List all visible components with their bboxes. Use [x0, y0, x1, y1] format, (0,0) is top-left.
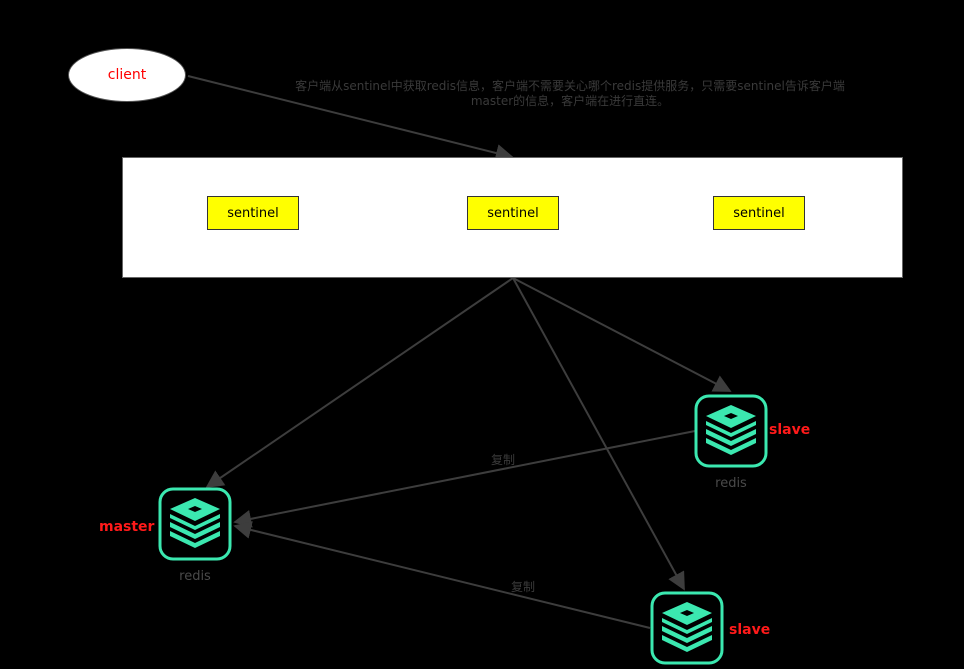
annotation-note: 客户端从sentinel中获取redis信息，客户端不需要关心哪个redis提供…	[250, 79, 890, 109]
annotation-line-2: master的信息，客户端在进行直连。	[470, 94, 670, 108]
edge-slave-bottom-replicates-master	[233, 521, 651, 629]
master-caption: redis	[179, 569, 211, 584]
sentinel-node-2: sentinel	[467, 196, 559, 230]
sentinel-label: sentinel	[487, 205, 539, 221]
master-role-label: master	[99, 519, 155, 535]
edge-sentinels-to-slave-bottom	[512, 277, 685, 591]
sentinel-cluster: sentinel sentinel sentinel	[122, 157, 903, 278]
slave-bottom-role-label: slave	[729, 622, 771, 638]
sentinel-node-1: sentinel	[207, 196, 299, 230]
replication-label-bottom: 复制	[511, 580, 536, 594]
redis-icon	[694, 394, 768, 468]
replication-label-top: 复制	[491, 453, 516, 467]
sentinel-label: sentinel	[733, 205, 785, 221]
edge-sentinels-to-master	[205, 277, 514, 489]
edge-sentinels-to-slave-top	[512, 277, 732, 392]
sentinel-node-3: sentinel	[713, 196, 805, 230]
redis-icon	[650, 591, 724, 665]
slave-top-role-label: slave	[769, 422, 811, 438]
client-node: client	[68, 48, 186, 102]
slave-top-caption: redis	[715, 476, 747, 491]
edge-slave-top-replicates-master	[233, 430, 696, 528]
edge-client-to-sentinels	[187, 75, 514, 162]
redis-icon	[158, 487, 232, 561]
annotation-line-1: 客户端从sentinel中获取redis信息，客户端不需要关心哪个redis提供…	[295, 79, 845, 93]
client-label: client	[107, 67, 147, 83]
sentinel-label: sentinel	[227, 205, 279, 221]
